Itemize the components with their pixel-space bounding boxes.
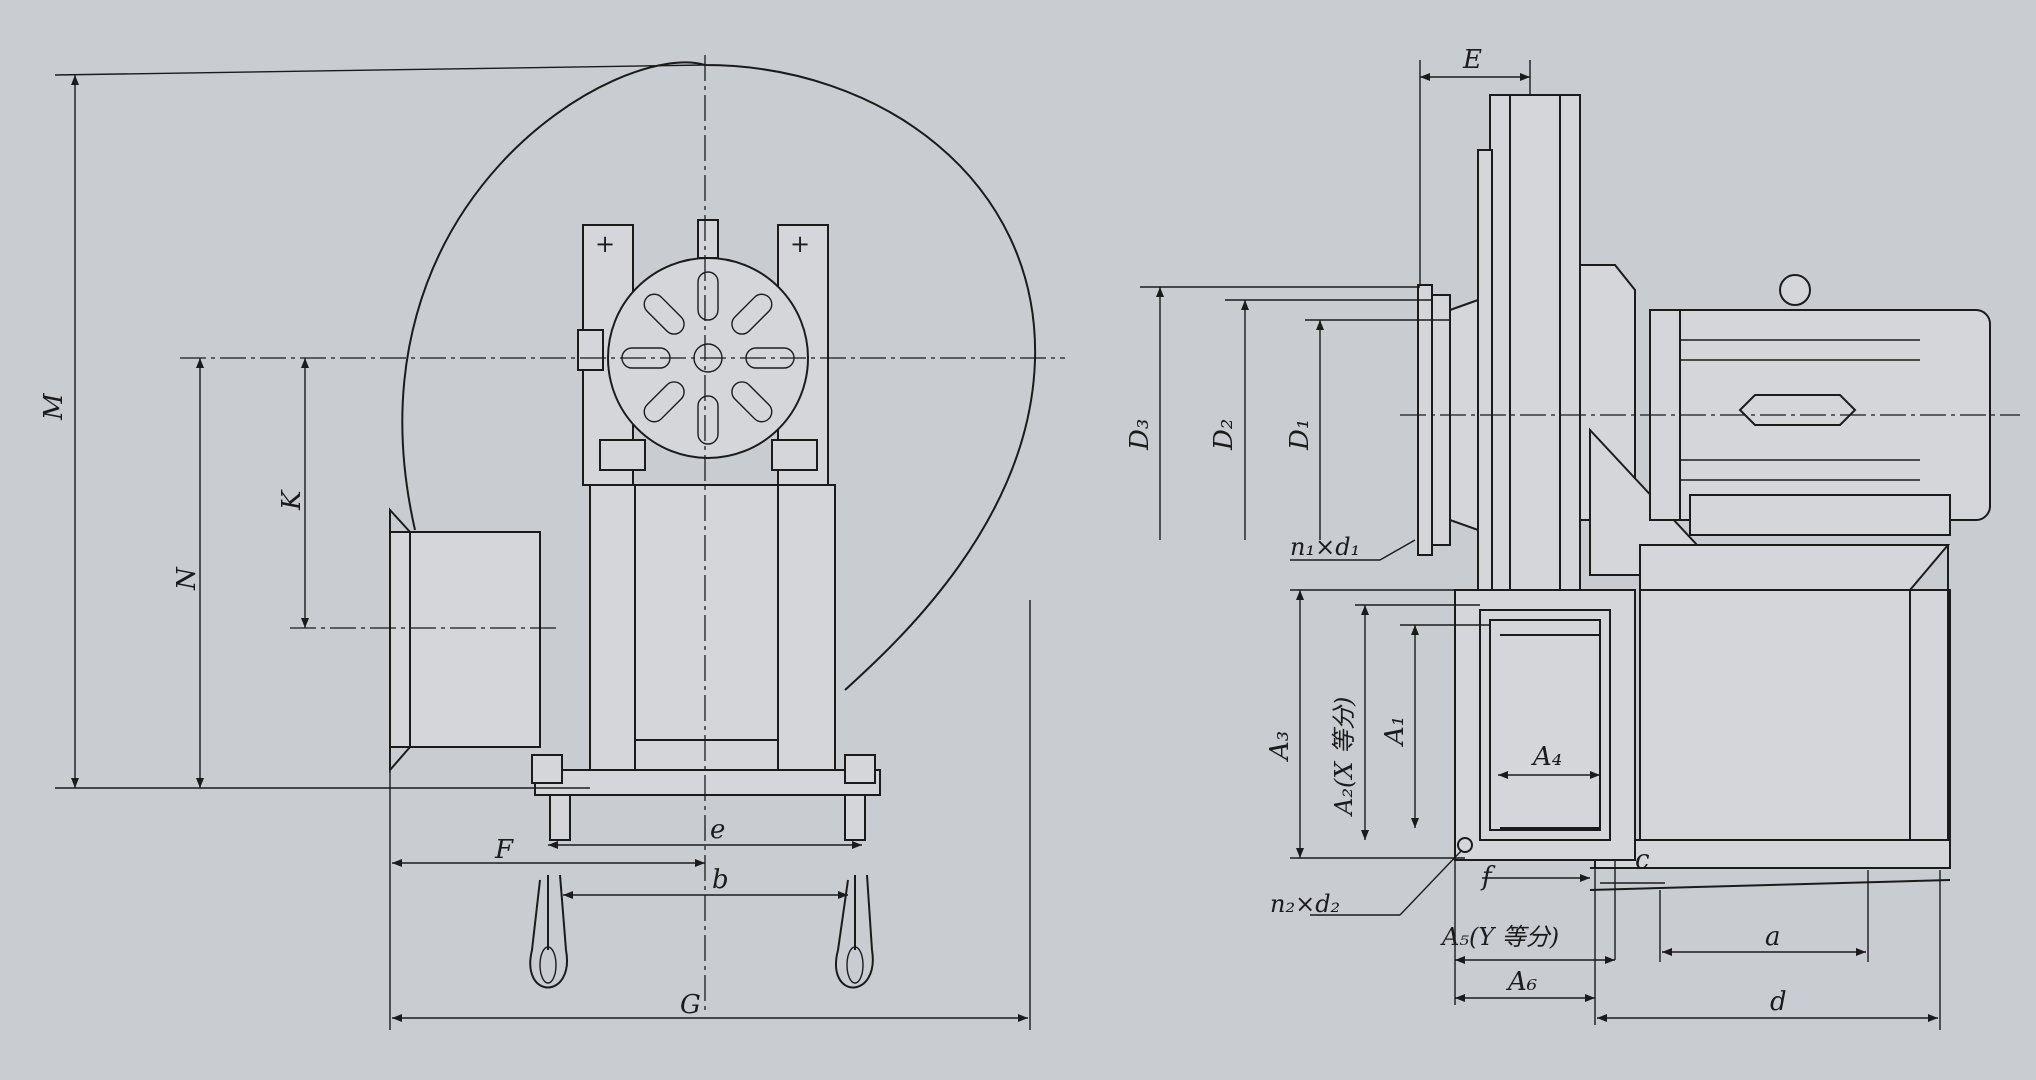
- outlet-duct: [389, 507, 541, 773]
- label-a: a: [1765, 922, 1781, 952]
- label-N: N: [172, 566, 202, 591]
- label-D3: D₃: [1125, 419, 1155, 451]
- svg-text:+: +: [790, 230, 810, 258]
- pedestal-support: [534, 484, 881, 841]
- lifting-eye: [1779, 274, 1811, 306]
- side-view: [1140, 60, 2020, 1030]
- base-frame: [1589, 544, 1951, 891]
- motor: [1649, 274, 1991, 536]
- label-D2: D₂: [1209, 419, 1239, 451]
- label-n1d1: n₁×d₁: [1290, 533, 1360, 561]
- label-e: e: [710, 815, 725, 845]
- inlet-flange: [1417, 284, 1433, 556]
- label-A4: A₄: [1531, 742, 1562, 772]
- label-G: G: [680, 990, 701, 1020]
- front-view: + +: [54, 55, 1065, 1030]
- label-A6: A₆: [1506, 967, 1537, 997]
- volute-casing: [401, 61, 1037, 691]
- terminal-box: [1738, 394, 1857, 426]
- label-A2: A₂(X 等分): [1330, 697, 1358, 817]
- label-A5: A₅(Y 等分): [1440, 923, 1559, 951]
- label-M: M: [39, 392, 69, 421]
- label-c: c: [1635, 845, 1650, 875]
- label-b: b: [712, 865, 729, 895]
- label-E: E: [1462, 45, 1482, 75]
- label-d: d: [1770, 987, 1787, 1017]
- svg-text:+: +: [595, 230, 615, 258]
- label-n2d2: n₂×d₂: [1270, 890, 1340, 918]
- label-f: f: [1480, 862, 1496, 892]
- anchor-bolt-left: [529, 754, 568, 989]
- outlet-flange: [1454, 589, 1636, 861]
- anchor-bolt-right: [835, 754, 876, 989]
- label-F: F: [494, 835, 514, 865]
- label-K: K: [277, 489, 307, 511]
- label-A3: A₃: [1265, 731, 1295, 762]
- label-A1: A₁: [1380, 716, 1410, 747]
- label-D1: D₁: [1285, 419, 1315, 451]
